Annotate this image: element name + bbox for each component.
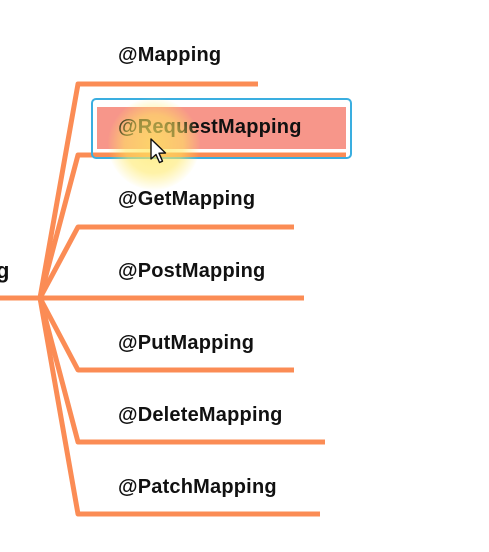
node-mapping[interactable]: @Mapping [118,44,222,66]
node-postmapping[interactable]: @PostMapping [118,260,266,282]
branch-patchmapping [37,297,320,517]
node-getmapping[interactable]: @GetMapping [118,188,256,210]
branch-deletemapping [37,297,325,445]
branch-getmapping [37,224,294,300]
mouse-pointer-icon [150,138,167,164]
branch-mapping [37,81,258,299]
node-deletemapping[interactable]: @DeleteMapping [118,404,283,426]
selection-frame [91,98,352,159]
branch-putmapping [37,296,294,373]
node-patchmapping[interactable]: @PatchMapping [118,476,277,498]
branch-requestmapping [37,152,346,299]
node-putmapping[interactable]: @PutMapping [118,332,255,354]
root-node-label[interactable]: g [0,258,10,283]
